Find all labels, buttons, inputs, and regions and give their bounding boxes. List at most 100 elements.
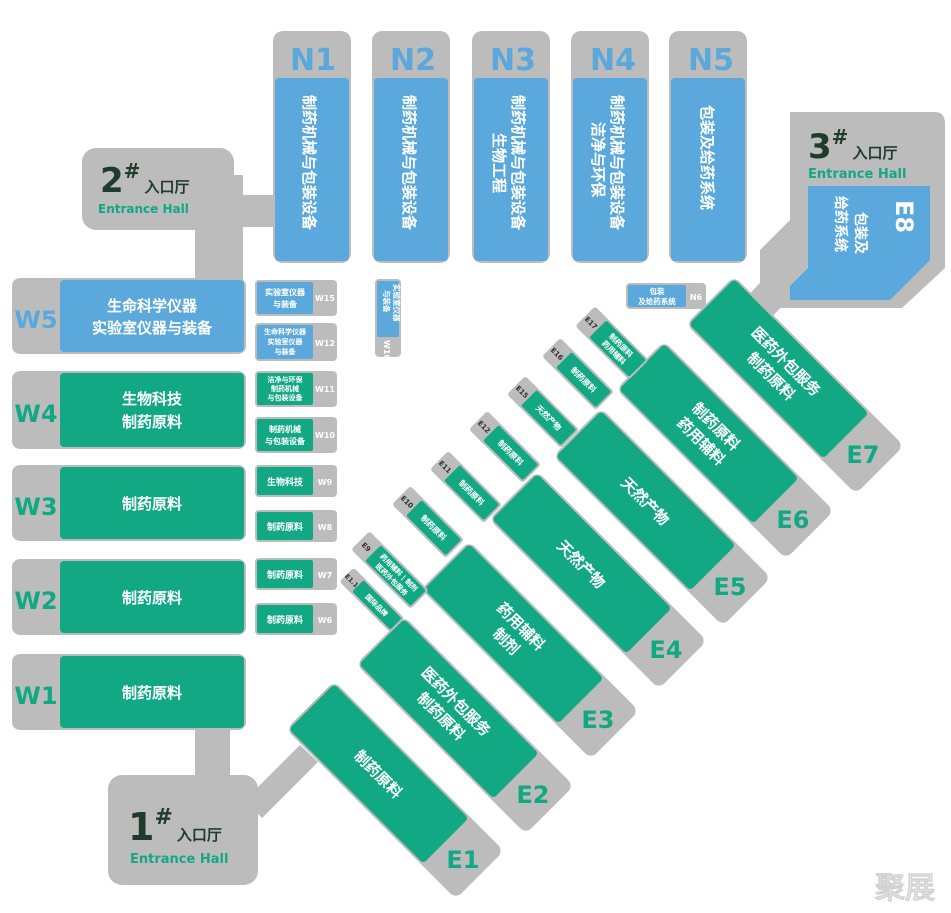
- hall-w3-code: W3: [14, 493, 57, 521]
- hall-w12[interactable]: 生命科学仪器 实验室仪器 与装备 W12: [255, 323, 337, 361]
- hall-w1[interactable]: W1 制药原料: [12, 654, 246, 730]
- hall-n6[interactable]: 包装 及给药系统 N6: [626, 283, 706, 309]
- hall-n4-label2: 洁净与环保: [589, 122, 607, 198]
- hall-n2-label: 制药机械与包装设备: [400, 95, 418, 231]
- hall-n4-label: 制药机械与包装设备: [608, 95, 626, 231]
- hall-e1-1[interactable]: 国际品牌 E1.1: [339, 567, 404, 632]
- hall-n6-code: N6: [690, 293, 703, 302]
- hall-w5-label: 生命科学仪器: [107, 297, 198, 315]
- entrance-hall-1[interactable]: 1#入口厅 Entrance Hall: [108, 775, 258, 885]
- entrance3-en: Entrance Hall: [808, 167, 906, 182]
- hall-w2-label: 制药原料: [122, 589, 182, 607]
- hall-e8-code: E8: [890, 200, 918, 233]
- hall-w16-label2: 与装备: [382, 290, 392, 313]
- entrance2-number: 2: [100, 161, 124, 201]
- svg-text:1#入口厅: 1#入口厅: [128, 805, 222, 849]
- entrance2-mark: #: [124, 159, 141, 183]
- hall-w6-code: W6: [318, 616, 333, 625]
- hall-e15[interactable]: 天然产物 E15: [507, 376, 579, 448]
- hall-w15-label: 实验室仪器: [265, 287, 306, 297]
- hall-w3[interactable]: W3 制药原料: [12, 465, 246, 541]
- hall-w9-label: 生物科技: [267, 476, 304, 488]
- hall-w11-code: W11: [315, 385, 335, 394]
- hall-e17[interactable]: 制药原料 药用辅料 E17: [575, 306, 649, 380]
- hall-w8[interactable]: 制药原料 W8: [255, 510, 337, 542]
- entrance1-en: Entrance Hall: [130, 852, 228, 867]
- hall-w10[interactable]: 制药机械 与包装设备 W10: [255, 417, 337, 453]
- hall-w5-code: W5: [14, 306, 57, 334]
- hall-n3-label2: 生物工程: [490, 133, 508, 193]
- hall-e2[interactable]: 医药外包服务 制药原料 E2: [356, 616, 574, 834]
- hall-n2[interactable]: N2 制药机械与包装设备: [372, 31, 450, 263]
- hall-n2-code: N2: [390, 43, 436, 78]
- hall-e2-code: E2: [516, 781, 549, 809]
- hall-w4-code: W4: [14, 400, 57, 428]
- hall-w16-label: 实验室仪器: [392, 284, 402, 322]
- hall-e3-code: E3: [581, 706, 614, 734]
- hall-e4[interactable]: 天然产物 E4: [489, 471, 707, 689]
- hall-e3[interactable]: 药用辅料 制剂 E3: [421, 541, 639, 759]
- hall-w8-code: W8: [318, 523, 333, 532]
- hall-e1[interactable]: 制药原料 E1: [286, 681, 504, 899]
- hall-w11-label3: 与包装设备: [268, 393, 304, 402]
- entrance2-en: Entrance Hall: [98, 202, 189, 216]
- entrance3-name: 入口厅: [852, 144, 897, 162]
- hall-w8-label: 制药原料: [267, 521, 303, 533]
- hall-w9-code: W9: [318, 478, 333, 487]
- hall-n4[interactable]: N4 制药机械与包装设备 洁净与环保: [571, 31, 649, 263]
- hall-n3[interactable]: N3 制药机械与包装设备 生物工程: [472, 31, 550, 263]
- hall-e6[interactable]: 制药原料 药用辅料 E6: [616, 341, 834, 559]
- hall-n3-code: N3: [490, 43, 536, 78]
- hall-e8[interactable]: 包装及 给药系统 E8: [790, 186, 930, 300]
- hall-w6[interactable]: 制药原料 W6: [255, 603, 337, 635]
- hall-e16[interactable]: 制药原料 E16: [542, 338, 614, 410]
- hall-n1-label: 制药机械与包装设备: [300, 95, 318, 231]
- hall-w3-label: 制药原料: [122, 495, 182, 513]
- hall-w7[interactable]: 制药原料 W7: [255, 558, 337, 590]
- entrance2-name: 入口厅: [144, 178, 189, 196]
- hall-e8-label2: 给药系统: [832, 196, 849, 252]
- hall-w9[interactable]: 生物科技 W9: [255, 465, 337, 497]
- hall-w5[interactable]: W5 生命科学仪器 实验室仪器与装备: [12, 278, 246, 354]
- hall-w15[interactable]: 实验室仪器 与装备 W15: [255, 280, 337, 316]
- hall-w11-label: 洁净与环保: [268, 375, 304, 384]
- hall-e1-code: E1: [446, 846, 479, 874]
- east-small-halls: 药用辅料 | 制剂 医药外包服务 E9 国际品牌 E1.1 制药原料 E10 制…: [339, 306, 649, 632]
- hall-w16-code: W16: [382, 340, 391, 360]
- hall-e5[interactable]: 天然产物 E5: [553, 408, 771, 626]
- hall-w10-label2: 与包装设备: [265, 436, 306, 446]
- hall-w12-code: W12: [315, 339, 335, 348]
- hall-n4-code: N4: [590, 43, 636, 78]
- hall-w12-label3: 与装备: [275, 347, 297, 356]
- hall-e12[interactable]: 制药原料 E12: [469, 411, 541, 483]
- svg-text:3#入口厅: 3#入口厅: [808, 125, 897, 167]
- hall-w10-code: W10: [315, 431, 335, 440]
- hall-w1-label: 制药原料: [122, 684, 182, 702]
- west-small-halls: 实验室仪器 与装备 W15 生命科学仪器 实验室仪器 与装备 W12 洁净与环保…: [255, 280, 337, 635]
- hall-n5-code: N5: [688, 43, 734, 78]
- hall-e6-code: E6: [776, 506, 809, 534]
- hall-n6-label: 包装: [649, 286, 665, 296]
- corridor-w1-entrance1: [195, 722, 230, 782]
- hall-w15-code: W15: [315, 294, 335, 303]
- hall-n5[interactable]: N5 包装及给药系统: [669, 31, 747, 263]
- hall-w16[interactable]: 实验室仪器 与装备 W16: [375, 279, 402, 360]
- hall-w2[interactable]: W2 制药原料: [12, 559, 246, 635]
- hall-w6-label: 制药原料: [267, 614, 303, 626]
- entrance-hall-2[interactable]: 2#入口厅 Entrance Hall: [82, 148, 234, 230]
- corridor-entrance1-east: [245, 745, 318, 818]
- hall-w4[interactable]: W4 生物科技 制药原料: [12, 371, 246, 449]
- hall-n1[interactable]: N1 制药机械与包装设备: [273, 31, 351, 263]
- hall-e8-label: 包装及: [852, 212, 869, 255]
- hall-w4-label: 生物科技: [122, 390, 183, 408]
- east-halls: 制药原料 E1 医药外包服务 制药原料 E2 药用辅料 制剂 E3 天然产物 E…: [286, 279, 901, 899]
- hall-w7-label: 制药原料: [267, 569, 303, 581]
- entrance1-mark: #: [154, 805, 172, 830]
- hall-w5-label2: 实验室仪器与装备: [92, 319, 213, 337]
- entrance3-mark: #: [832, 125, 849, 149]
- hall-w11[interactable]: 洁净与环保 制药机械 与包装设备 W11: [255, 371, 337, 407]
- hall-e10[interactable]: 制药原料 E10: [392, 486, 464, 558]
- hall-w11-label2: 制药机械: [271, 384, 299, 393]
- hall-e11[interactable]: 制药原料 E11: [430, 451, 502, 523]
